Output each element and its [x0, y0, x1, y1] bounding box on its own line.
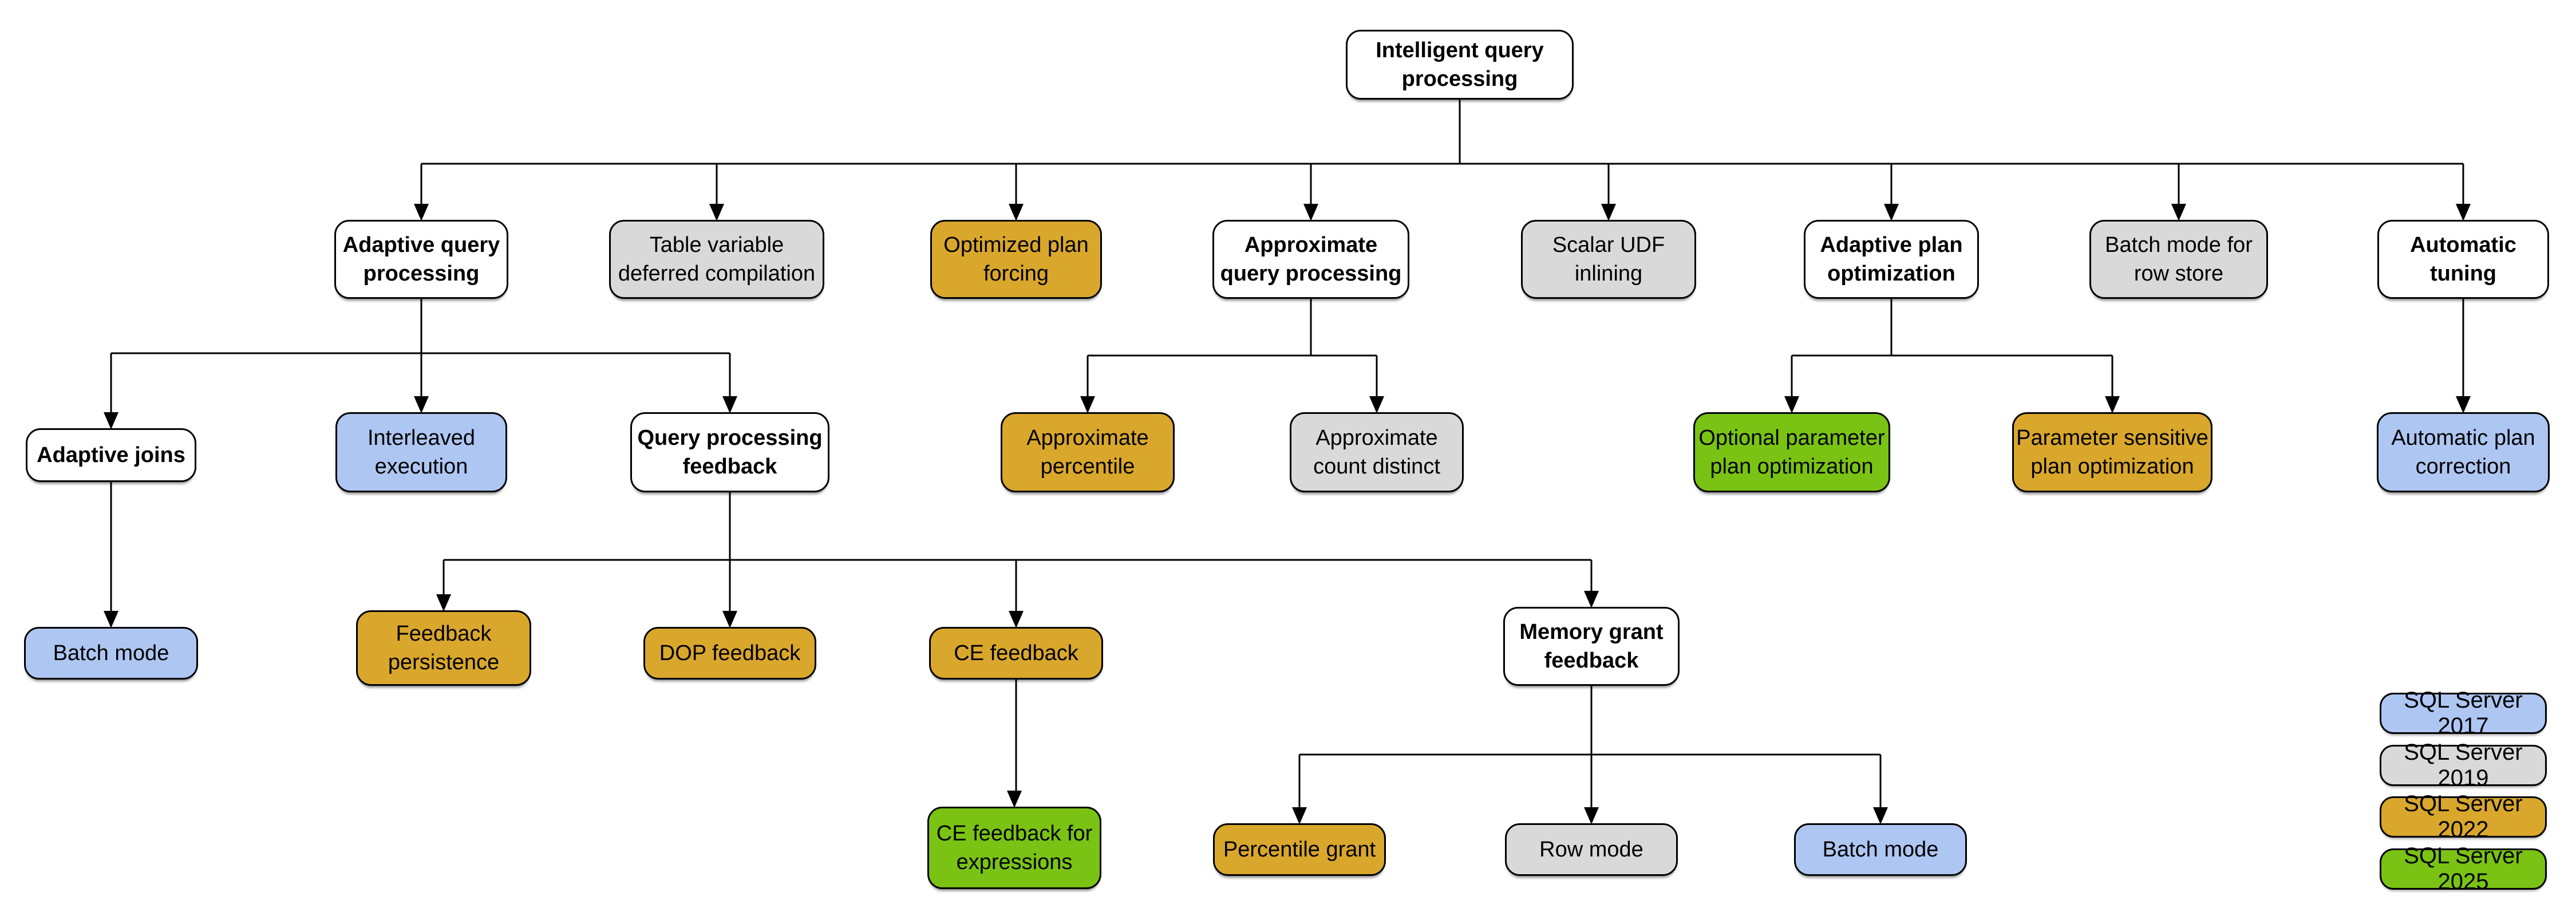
node-query-processing-feedback: Query processing feedback — [630, 412, 829, 492]
node-automatic-tuning: Automatic tuning — [2377, 220, 2549, 299]
node-batch-mode-memory-grant: Batch mode — [1794, 823, 1967, 876]
arrowhead-icon — [722, 611, 737, 628]
node-batch-mode-adaptive-joins: Batch mode — [24, 627, 198, 680]
arrowhead-icon — [1873, 807, 1888, 824]
arrowhead-icon — [2456, 204, 2471, 221]
arrowhead-icon — [1009, 611, 1024, 628]
arrowhead-icon — [709, 204, 724, 221]
arrowhead-icon — [1080, 396, 1095, 413]
node-automatic-plan-correction: Automatic plan correction — [2377, 412, 2550, 492]
arrowhead-icon — [1784, 396, 1799, 413]
arrowhead-icon — [1584, 591, 1599, 608]
node-table-variable-deferred-compilation: Table variable deferred compilation — [609, 220, 824, 299]
arrowhead-icon — [2456, 396, 2471, 413]
node-adaptive-query-processing: Adaptive query processing — [334, 220, 508, 299]
arrowhead-icon — [1584, 807, 1599, 824]
node-ce-feedback: CE feedback — [929, 627, 1103, 680]
node-feedback-persistence: Feedback persistence — [356, 610, 531, 686]
legend-sql-server-2017: SQL Server 2017 — [2380, 688, 2547, 739]
node-ce-feedback-for-expressions: CE feedback for expressions — [927, 807, 1101, 889]
node-percentile-grant: Percentile grant — [1213, 823, 1386, 876]
node-parameter-sensitive-plan-optimization: Parameter sensitive plan optimization — [2012, 412, 2212, 492]
arrowhead-icon — [104, 412, 118, 429]
arrowhead-icon — [2171, 204, 2186, 221]
arrowhead-icon — [1007, 791, 1022, 808]
node-scalar-udf-inlining: Scalar UDF inlining — [1521, 220, 1696, 299]
node-approximate-query-processing: Approximate query processing — [1212, 220, 1409, 299]
arrowhead-icon — [1601, 204, 1616, 221]
arrowhead-icon — [1009, 204, 1024, 221]
node-intelligent-query-processing: Intelligent query processing — [1346, 30, 1574, 100]
node-approximate-count-distinct: Approximate count distinct — [1290, 412, 1464, 492]
node-row-mode: Row mode — [1505, 823, 1678, 876]
node-optional-parameter-plan-optimization: Optional parameter plan optimization — [1693, 412, 1890, 492]
node-batch-mode-for-row-store: Batch mode for row store — [2089, 220, 2268, 299]
arrowhead-icon — [414, 204, 429, 221]
legend-sql-server-2022: SQL Server 2022 — [2380, 791, 2547, 842]
arrowhead-icon — [414, 396, 429, 413]
arrowhead-icon — [436, 594, 451, 611]
node-dop-feedback: DOP feedback — [643, 627, 816, 680]
arrowhead-icon — [1292, 807, 1307, 824]
arrowhead-icon — [2105, 396, 2120, 413]
arrowhead-icon — [1303, 204, 1318, 221]
legend-sql-server-2025: SQL Server 2025 — [2380, 843, 2547, 894]
node-adaptive-joins: Adaptive joins — [26, 428, 196, 482]
arrowhead-icon — [104, 611, 118, 628]
node-approximate-percentile: Approximate percentile — [1001, 412, 1175, 492]
arrowhead-icon — [1884, 204, 1899, 221]
arrowhead-icon — [1369, 396, 1384, 413]
node-optimized-plan-forcing: Optimized plan forcing — [930, 220, 1102, 299]
arrowhead-icon — [722, 396, 737, 413]
legend-sql-server-2019: SQL Server 2019 — [2380, 740, 2547, 791]
node-adaptive-plan-optimization: Adaptive plan optimization — [1804, 220, 1979, 299]
node-interleaved-execution: Interleaved execution — [335, 412, 507, 492]
node-memory-grant-feedback: Memory grant feedback — [1503, 607, 1680, 686]
